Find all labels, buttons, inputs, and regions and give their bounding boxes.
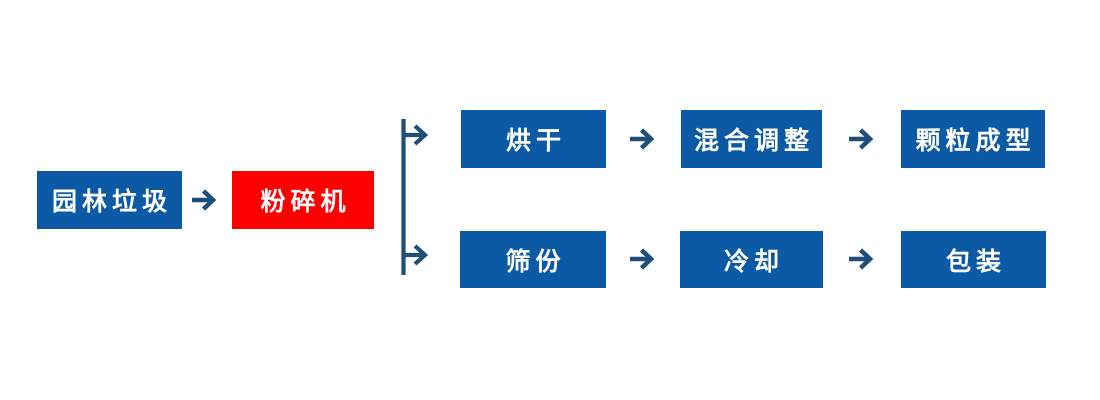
node-garden-waste: 园林垃圾 xyxy=(37,171,182,229)
node-sieving: 筛份 xyxy=(460,231,606,288)
node-packing: 包装 xyxy=(901,231,1046,288)
arrow-right-icon xyxy=(630,128,655,150)
arrow-right-icon xyxy=(192,189,217,211)
node-pellet-forming: 颗粒成型 xyxy=(901,110,1045,168)
arrow-right-icon xyxy=(849,128,874,150)
node-drying: 烘干 xyxy=(461,110,606,168)
arrow-right-icon xyxy=(849,248,874,270)
node-cooling: 冷却 xyxy=(680,231,823,288)
node-mixing-adjustment: 混合调整 xyxy=(681,110,822,168)
arrow-right-icon xyxy=(630,248,655,270)
branch-connector-icon xyxy=(401,119,429,275)
node-crusher: 粉碎机 xyxy=(232,171,374,229)
